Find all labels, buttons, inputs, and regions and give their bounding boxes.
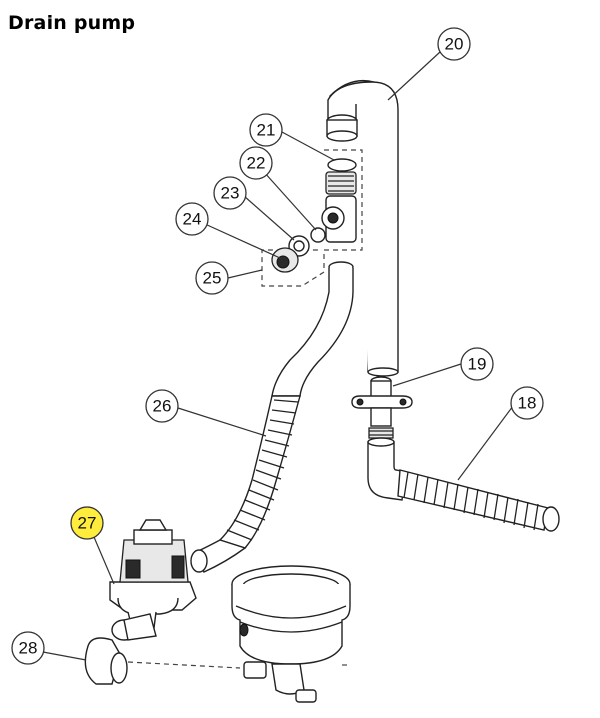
callout-25: 25 [195, 261, 229, 295]
o-ring-icon [310, 227, 326, 243]
check-valve-icon [321, 158, 357, 243]
hose-elbow-icon [84, 637, 128, 685]
callout-18: 18 [510, 386, 544, 420]
leader-lines [42, 51, 514, 661]
svg-text:22: 22 [247, 154, 266, 173]
valve-assembly-group-icon [261, 149, 363, 287]
svg-text:27: 27 [78, 514, 97, 533]
callout-23: 23 [213, 176, 247, 210]
svg-text:20: 20 [445, 35, 464, 54]
svg-text:23: 23 [221, 184, 240, 203]
hose-connector-icon [351, 376, 413, 439]
corrugated-drain-hose-icon [367, 437, 560, 532]
callout-21: 21 [249, 113, 283, 147]
svg-text:28: 28 [19, 639, 38, 658]
svg-text:24: 24 [183, 210, 202, 229]
callout-26: 26 [145, 389, 179, 423]
svg-text:19: 19 [468, 355, 487, 374]
callout-27: 27 [70, 506, 104, 540]
callout-22: 22 [239, 146, 273, 180]
sump-housing-icon [231, 565, 351, 703]
svg-text:18: 18 [518, 394, 537, 413]
drain-hose-icon [190, 261, 354, 573]
callout-19: 19 [460, 347, 494, 381]
svg-text:21: 21 [257, 121, 276, 140]
callout-24: 24 [175, 202, 209, 236]
vent-tube-icon [326, 79, 399, 377]
diagram-title: Drain pump [8, 12, 136, 34]
svg-text:26: 26 [153, 397, 172, 416]
callout-20: 20 [437, 27, 471, 61]
drain-pump-icon [109, 519, 197, 641]
callout-28: 28 [11, 631, 45, 665]
svg-text:25: 25 [203, 269, 222, 288]
connection-dashed-line [127, 661, 241, 669]
valve-cap-icon [271, 247, 299, 273]
